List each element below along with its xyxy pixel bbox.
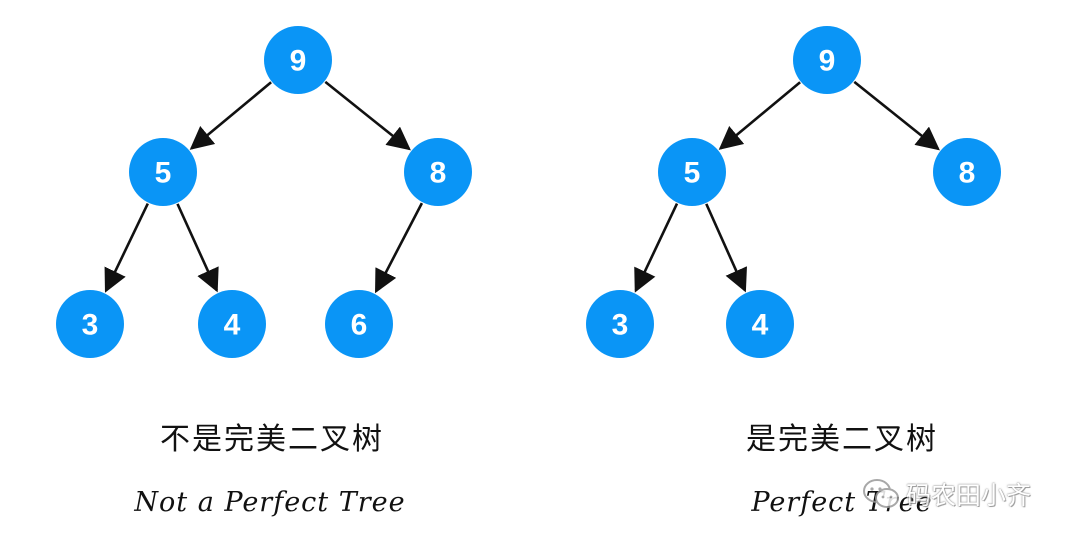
node-circle — [726, 290, 794, 358]
right-caption-english: Perfect Tree — [751, 487, 933, 518]
node-label: 3 — [82, 309, 99, 342]
node-label: 5 — [155, 157, 172, 190]
node-circle — [264, 26, 332, 94]
node-label: 8 — [430, 157, 447, 190]
right-tree-edge-n9-n5 — [718, 81, 801, 150]
node-label: 6 — [351, 309, 368, 342]
node-label: 8 — [959, 157, 976, 190]
right-tree-node-3: 3 — [586, 290, 654, 358]
right-tree-edge-n9-n8 — [853, 80, 940, 151]
right-tree: 9 5 8 3 4 — [586, 26, 1001, 358]
node-circle — [933, 138, 1001, 206]
left-tree-edge-n9-n5 — [189, 81, 272, 150]
right-tree-node-8: 8 — [933, 138, 1001, 206]
node-circle — [404, 138, 472, 206]
node-label: 9 — [290, 45, 307, 78]
watermark: 码农田小齐 — [862, 476, 1031, 512]
node-circle — [325, 290, 393, 358]
left-tree-node-9: 9 — [264, 26, 332, 94]
left-caption-english: Not a Perfect Tree — [134, 487, 406, 518]
left-tree-node-4: 4 — [198, 290, 266, 358]
right-tree-node-9: 9 — [793, 26, 861, 94]
node-circle — [658, 138, 726, 206]
node-label: 3 — [612, 309, 629, 342]
left-tree-node-3: 3 — [56, 290, 124, 358]
node-label: 5 — [684, 157, 701, 190]
node-circle — [793, 26, 861, 94]
node-label: 4 — [752, 309, 769, 342]
watermark-text: 码农田小齐 — [906, 481, 1032, 510]
node-label: 4 — [224, 309, 241, 342]
node-label: 9 — [819, 45, 836, 78]
left-tree-node-5: 5 — [129, 138, 197, 206]
left-tree-edge-n5-n4 — [176, 203, 219, 293]
node-circle — [56, 290, 124, 358]
left-caption-chinese: 不是完美二叉树 — [160, 422, 384, 457]
left-tree-node-8: 8 — [404, 138, 472, 206]
left-tree-edge-n5-n3 — [104, 203, 149, 293]
left-tree-edge-n9-n8 — [324, 80, 411, 151]
right-tree-edge-n5-n3 — [634, 203, 679, 293]
left-tree-node-6: 6 — [325, 290, 393, 358]
right-tree-node-4: 4 — [726, 290, 794, 358]
left-tree-edge-n8-n6 — [374, 202, 424, 294]
left-tree: 9 5 8 3 4 6 — [56, 26, 472, 358]
wechat-icon — [863, 479, 899, 508]
right-caption-chinese: 是完美二叉树 — [746, 422, 938, 457]
node-circle — [198, 290, 266, 358]
right-tree-edge-n5-n4 — [705, 203, 747, 293]
right-tree-node-5: 5 — [658, 138, 726, 206]
node-circle — [129, 138, 197, 206]
node-circle — [586, 290, 654, 358]
